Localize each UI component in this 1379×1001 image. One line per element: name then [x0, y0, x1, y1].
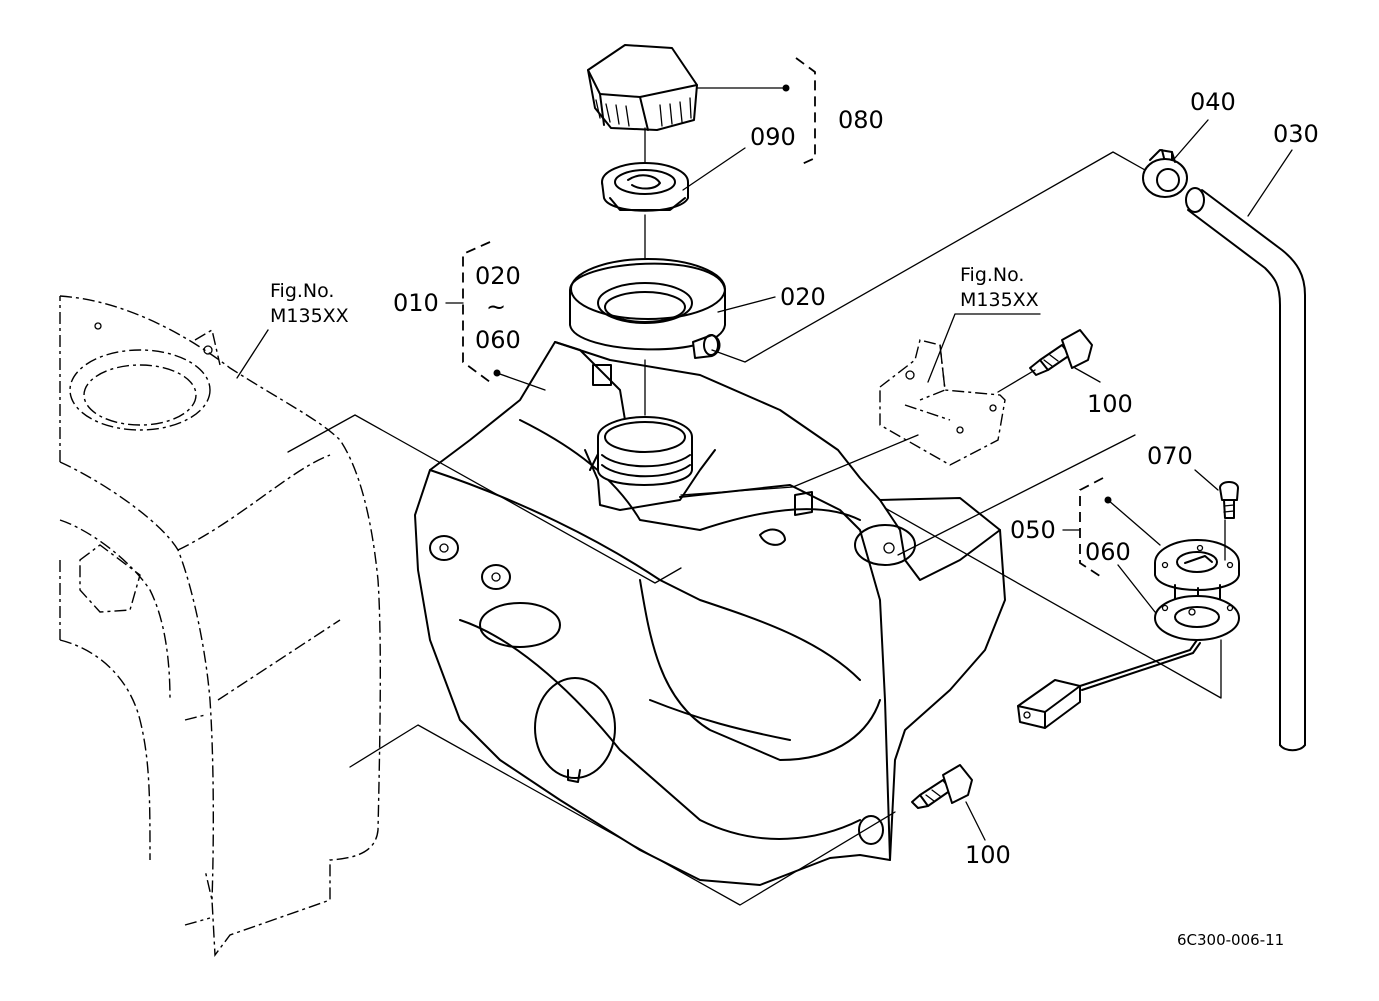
hose-fitting-upper — [1029, 329, 1093, 376]
label-060-range-end: 060 — [475, 326, 521, 354]
fig-ref-right-line2: M135XX — [960, 289, 1039, 311]
fuel-sender-unit — [1017, 539, 1240, 729]
label-080: 080 — [838, 106, 884, 134]
filler-neck — [597, 416, 693, 486]
filler-cap — [587, 44, 698, 131]
group-brackets — [462, 57, 1104, 579]
fender-cover-reference — [59, 295, 382, 957]
fig-ref-left-line2: M135XX — [270, 305, 349, 327]
label-050: 050 — [1010, 516, 1056, 544]
label-010: 010 — [393, 289, 439, 317]
label-070: 070 — [1147, 442, 1193, 470]
label-040: 040 — [1190, 88, 1236, 116]
label-030: 030 — [1273, 120, 1319, 148]
label-range-tilde: ~ — [486, 293, 506, 321]
leader-lines — [236, 84, 1293, 906]
fig-ref-left-line1: Fig.No. — [270, 280, 334, 302]
fuel-tank — [414, 341, 1006, 886]
bracket-reference — [879, 339, 1006, 466]
tank-collar — [569, 258, 726, 359]
label-020-range-start: 020 — [475, 262, 521, 290]
fuel-hose — [1185, 187, 1306, 752]
label-100-lower: 100 — [965, 841, 1011, 869]
hose-clamp — [1142, 149, 1188, 198]
drawing-code: 6C300-006-11 — [1177, 931, 1284, 949]
label-090: 090 — [750, 123, 796, 151]
screw — [1219, 481, 1239, 519]
label-100-upper: 100 — [1087, 390, 1133, 418]
figure-references: Fig.No. M135XX Fig.No. M135XX — [270, 264, 1039, 327]
hose-fitting-lower — [911, 764, 973, 809]
strainer — [601, 162, 689, 212]
part-labels: 080 090 040 030 010 020 ~ 060 020 100 07… — [393, 88, 1319, 869]
label-020: 020 — [780, 283, 826, 311]
label-060: 060 — [1085, 538, 1131, 566]
fig-ref-right-line1: Fig.No. — [960, 264, 1024, 286]
